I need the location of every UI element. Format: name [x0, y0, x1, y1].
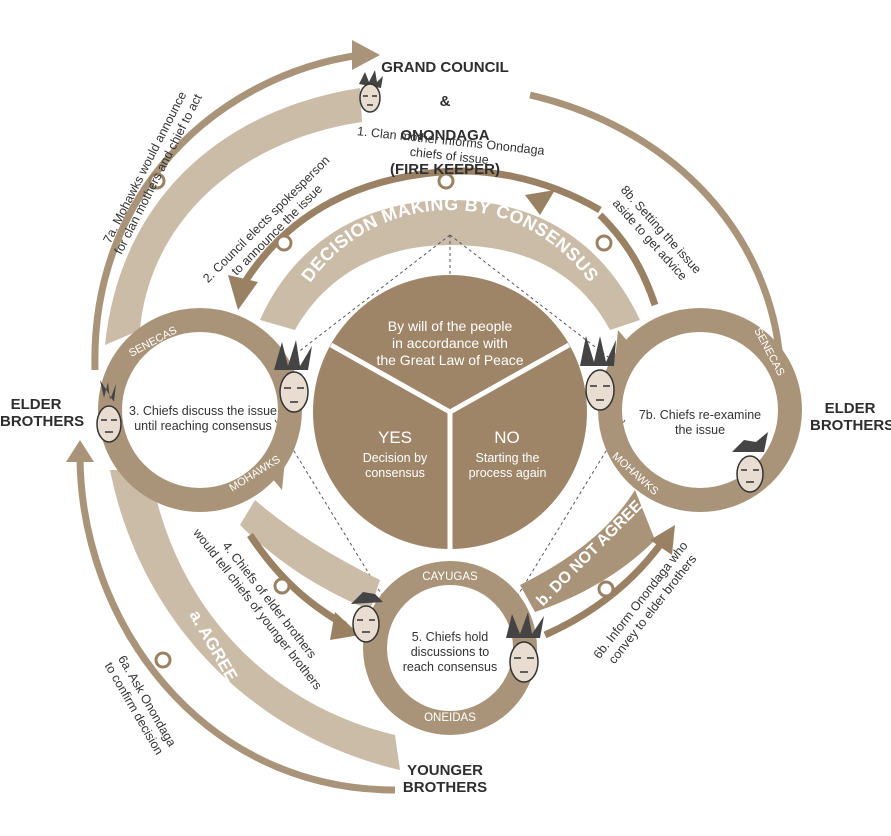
younger-brothers-label: YOUNGER BROTHERS — [402, 762, 488, 796]
arrowhead-step-8b — [525, 190, 555, 215]
arrowhead-step-4 — [330, 612, 360, 640]
arc-step-2 — [236, 167, 602, 292]
yes-title: YES — [377, 428, 413, 447]
right-ring — [598, 308, 802, 512]
arrowhead-step-2 — [228, 275, 258, 310]
yes-text: Decision by consensus — [362, 451, 428, 480]
chief-portrait-icon — [500, 612, 552, 688]
bottom-ring-top-label: CAYUGAS — [422, 571, 478, 583]
bottom-ring-text: 5. Chiefs hold discussions to reach cons… — [402, 630, 498, 674]
band-agree — [110, 470, 400, 770]
band-consensus — [260, 200, 640, 330]
right-ring-text: 7b. Chiefs re-examine the issue — [638, 408, 762, 437]
left-ring-text: 3. Chiefs discuss the issue until reachi… — [129, 404, 277, 433]
outer-arc-6a — [76, 454, 396, 794]
chief-portrait-icon — [355, 70, 385, 116]
band-disagree — [520, 490, 655, 612]
center-top-text: By will of the people in accordance with… — [376, 318, 524, 368]
band-left-top — [105, 88, 362, 345]
chief-portrait-icon — [92, 380, 126, 450]
band-left-bottom — [240, 500, 380, 610]
right-elder-brothers-label: ELDER BROTHERS — [810, 400, 891, 434]
arrowhead-top — [352, 40, 380, 70]
title-line3: ONONDAGA — [400, 127, 490, 144]
no-title: NO — [494, 428, 520, 447]
chief-portrait-icon — [268, 340, 320, 420]
no-text: Starting the process again — [468, 451, 547, 480]
arc-step-4 — [247, 533, 347, 629]
outer-arc-7a — [91, 51, 361, 371]
chief-portrait-icon — [345, 588, 387, 648]
center-pie — [313, 275, 587, 549]
arc-step-6b — [543, 542, 663, 639]
outer-arc-right — [529, 91, 784, 361]
title-line2: & — [439, 93, 451, 110]
arrowhead-left-up — [66, 440, 94, 462]
arrowhead-step-6b — [650, 525, 675, 555]
step-nodes — [148, 172, 615, 669]
title-line4: (FIRE KEEPER) — [389, 161, 500, 178]
arc-step-8b — [597, 212, 659, 307]
left-elder-brothers-label: ELDER BROTHERS — [0, 396, 85, 430]
dashed-guides — [274, 234, 626, 601]
chief-portrait-icon — [728, 430, 772, 500]
grand-council-title: GRAND COUNCIL & ONONDAGA (FIRE KEEPER) — [380, 42, 510, 195]
chief-portrait-icon — [574, 336, 626, 420]
bottom-ring-bottom-label: ONEIDAS — [424, 712, 476, 724]
title-line1: GRAND COUNCIL — [381, 59, 509, 76]
